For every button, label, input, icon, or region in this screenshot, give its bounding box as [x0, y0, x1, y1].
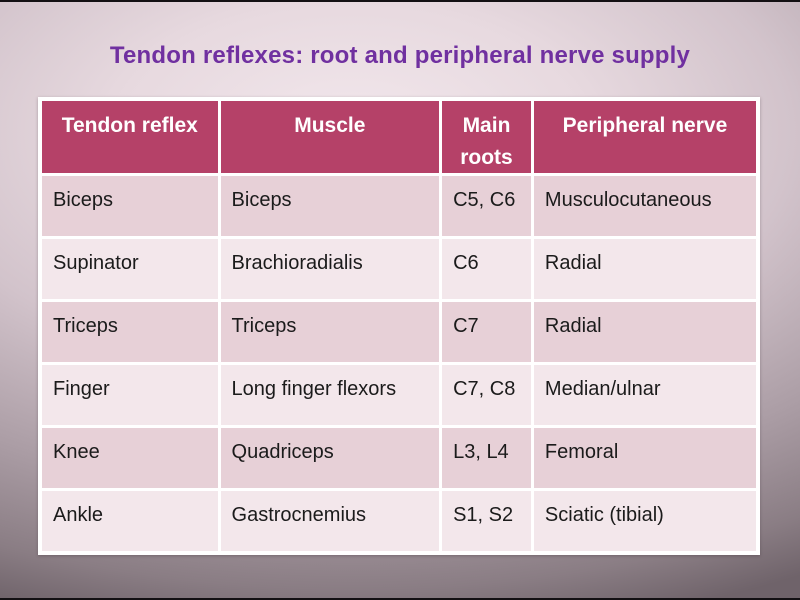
column-header-peripheral-nerve: Peripheral nerve [533, 101, 756, 173]
table-cell: Supinator [42, 239, 218, 299]
reflex-table-container: Tendon reflex Muscle Main roots Peripher… [38, 97, 760, 555]
table-cell: Femoral [533, 428, 756, 488]
table-cell: Radial [533, 302, 756, 362]
table-cell: Biceps [42, 176, 218, 236]
table-cell: Quadriceps [220, 428, 440, 488]
table-cell: Finger [42, 365, 218, 425]
column-header-tendon-reflex: Tendon reflex [42, 101, 218, 173]
slide-title: Tendon reflexes: root and peripheral ner… [109, 42, 691, 69]
table-cell: Gastrocnemius [220, 491, 440, 551]
table-row-supinator: Supinator Brachioradialis C6 Radial [42, 239, 756, 299]
reflex-table: Tendon reflex Muscle Main roots Peripher… [39, 98, 759, 554]
table-cell: C5, C6 [442, 176, 531, 236]
table-cell: L3, L4 [442, 428, 531, 488]
table-cell: C6 [442, 239, 531, 299]
table-cell: Triceps [220, 302, 440, 362]
column-header-muscle: Muscle [220, 101, 440, 173]
table-row-biceps: Biceps Biceps C5, C6 Musculocutaneous [42, 176, 756, 236]
table-cell: Biceps [220, 176, 440, 236]
table-cell: C7, C8 [442, 365, 531, 425]
table-cell: Triceps [42, 302, 218, 362]
table-cell: Musculocutaneous [533, 176, 756, 236]
table-cell: Median/ulnar [533, 365, 756, 425]
table-cell: Radial [533, 239, 756, 299]
table-cell: Long finger flexors [220, 365, 440, 425]
table-cell: Knee [42, 428, 218, 488]
table-row-knee: Knee Quadriceps L3, L4 Femoral [42, 428, 756, 488]
header-row: Tendon reflex Muscle Main roots Peripher… [42, 101, 756, 173]
column-header-main-roots: Main roots [442, 101, 531, 173]
table-cell: S1, S2 [442, 491, 531, 551]
table-row-triceps: Triceps Triceps C7 Radial [42, 302, 756, 362]
table-cell: Ankle [42, 491, 218, 551]
table-cell: C7 [442, 302, 531, 362]
table-row-finger: Finger Long finger flexors C7, C8 Median… [42, 365, 756, 425]
table-cell: Brachioradialis [220, 239, 440, 299]
table-row-ankle: Ankle Gastrocnemius S1, S2 Sciatic (tibi… [42, 491, 756, 551]
table-cell: Sciatic (tibial) [533, 491, 756, 551]
